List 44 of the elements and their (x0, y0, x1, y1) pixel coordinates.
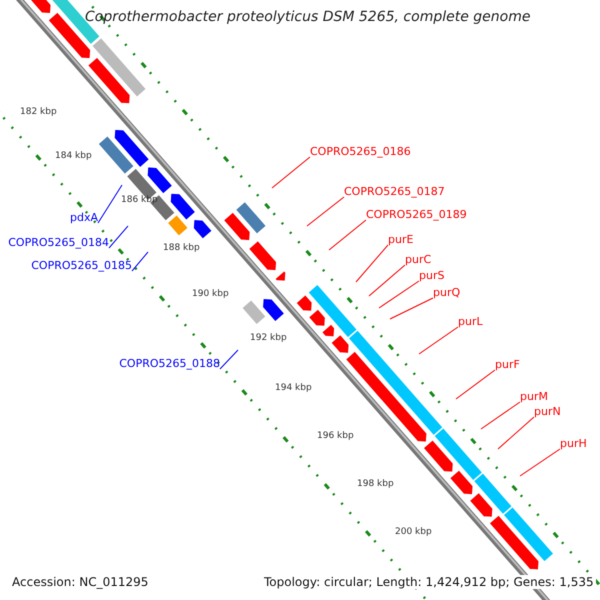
leader-line (220, 350, 238, 370)
leader-line (418, 326, 458, 354)
tick-label: 192 kbp (250, 334, 287, 343)
tick-label: 190 kbp (192, 290, 229, 299)
leader-line (306, 196, 344, 226)
leader-line (456, 370, 496, 400)
gene-label: purS (419, 270, 444, 281)
gene-label: COPRO5265_0184 (8, 237, 109, 248)
gene-label: purQ (433, 287, 460, 298)
leader-line (98, 184, 122, 224)
leader-line (498, 416, 534, 450)
tick-label: 188 kbp (163, 244, 200, 253)
tick-label: 196 kbp (317, 432, 354, 441)
gene-label: purM (520, 391, 548, 402)
tick-label: 182 kbp (20, 108, 57, 117)
gene-label: purL (458, 316, 483, 327)
leader-line (378, 280, 420, 308)
leader-line (328, 220, 366, 250)
leader-line (368, 264, 406, 296)
accession-text: Accession: NC_011295 (10, 575, 150, 589)
leader-line (132, 252, 148, 272)
leader-line (480, 402, 520, 430)
leader-line (272, 156, 310, 188)
tick-label: 198 kbp (357, 480, 394, 489)
gene-label: purF (495, 359, 520, 370)
gene-label: COPRO5265_0186 (310, 146, 411, 157)
gene-label: COPRO5265_0189 (366, 209, 467, 220)
genome-info-text: Topology: circular; Length: 1,424,912 bp; Genes: 1,535 (262, 575, 596, 589)
tick-label: 200 kbp (395, 528, 432, 537)
leader-line (108, 226, 128, 248)
tick-label: 194 kbp (275, 384, 312, 393)
title: Coprothermobacter proteolyticus DSM 5265, complete genome (85, 10, 530, 24)
gene-label: purE (388, 234, 414, 245)
gene-label: purH (560, 438, 587, 449)
gene-label: purC (405, 254, 432, 265)
leader-line (390, 298, 434, 320)
leader-line (356, 244, 388, 282)
gene-label: COPRO5265_0187 (344, 186, 445, 197)
gene-label: COPRO5265_0185 (31, 260, 132, 271)
gene-label: purN (534, 406, 561, 417)
gene-label: COPRO5265_0188 (119, 358, 220, 369)
leader-line (520, 448, 560, 476)
tick-label: 184 kbp (55, 152, 92, 161)
gene-label: pdxA (70, 212, 98, 223)
